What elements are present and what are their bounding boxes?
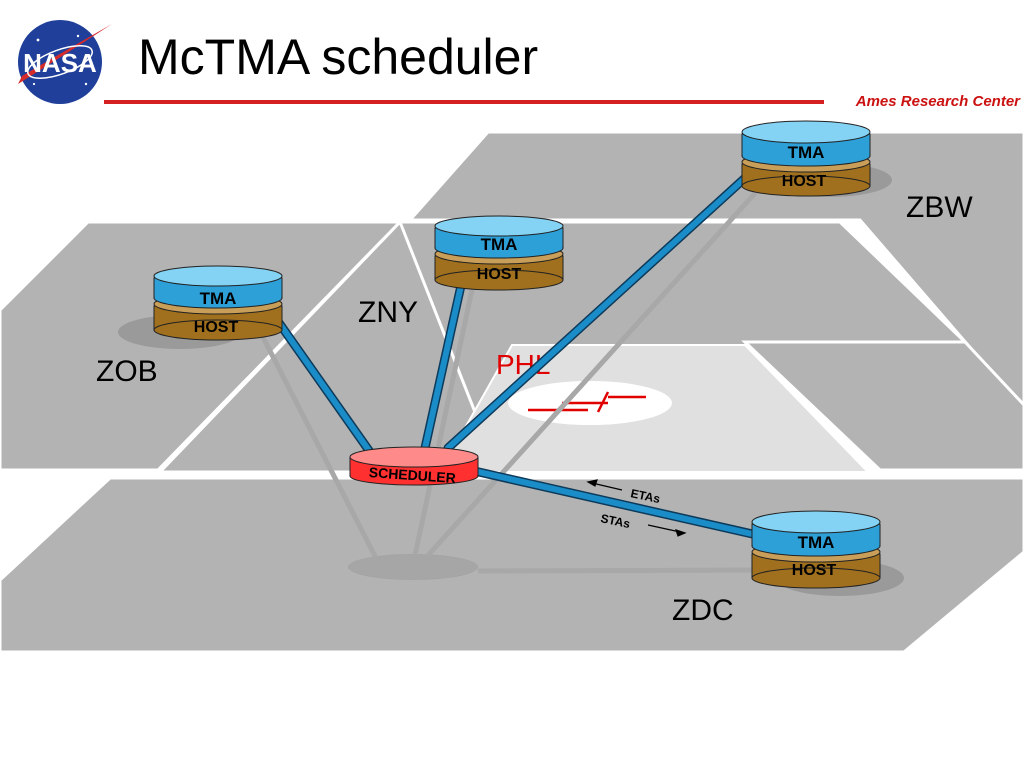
organization-label: Ames Research Center (855, 93, 1020, 110)
zbw-tma-label: TMA (788, 143, 825, 162)
ground-node (349, 555, 477, 579)
region-zbw-plane (406, 130, 1024, 413)
sta-label: STAs (599, 511, 631, 531)
zob-tma-label: TMA (200, 289, 237, 308)
nasa-logo: NASA (18, 20, 112, 104)
region-label-zdc: ZDC (672, 594, 734, 627)
eta-label: ETAs (629, 486, 661, 506)
scheduler-label: SCHEDULER (368, 464, 456, 486)
region-label-zny: ZNY (358, 296, 418, 329)
sta-arrow (647, 524, 687, 537)
zny-host-label: HOST (477, 266, 522, 283)
zdc-tma-label: TMA (798, 533, 835, 552)
region-east-plane (741, 340, 1024, 472)
zdc-host-label: HOST (792, 562, 837, 579)
zob-node: TMA HOST (153, 265, 283, 341)
zbw-host-label: HOST (782, 173, 827, 190)
header-divider (104, 100, 824, 104)
shadow-links (245, 158, 787, 574)
zob-host-label: HOST (194, 319, 239, 336)
link-zbw (445, 145, 781, 451)
runway-icon (528, 391, 646, 413)
logo-text: NASA (23, 48, 97, 78)
zdc-node: TMA HOST (751, 510, 881, 589)
region-label-zob: ZOB (96, 355, 158, 388)
page-title: McTMA scheduler (138, 29, 539, 85)
eta-arrow (586, 479, 623, 491)
zbw-node: TMA HOST (741, 120, 871, 197)
zny-node: TMA HOST (434, 215, 564, 291)
link-zdc (467, 467, 773, 541)
scheduler-node: SCHEDULER (349, 446, 479, 486)
region-label-zbw: ZBW (906, 191, 973, 224)
zny-tma-label: TMA (481, 235, 518, 254)
